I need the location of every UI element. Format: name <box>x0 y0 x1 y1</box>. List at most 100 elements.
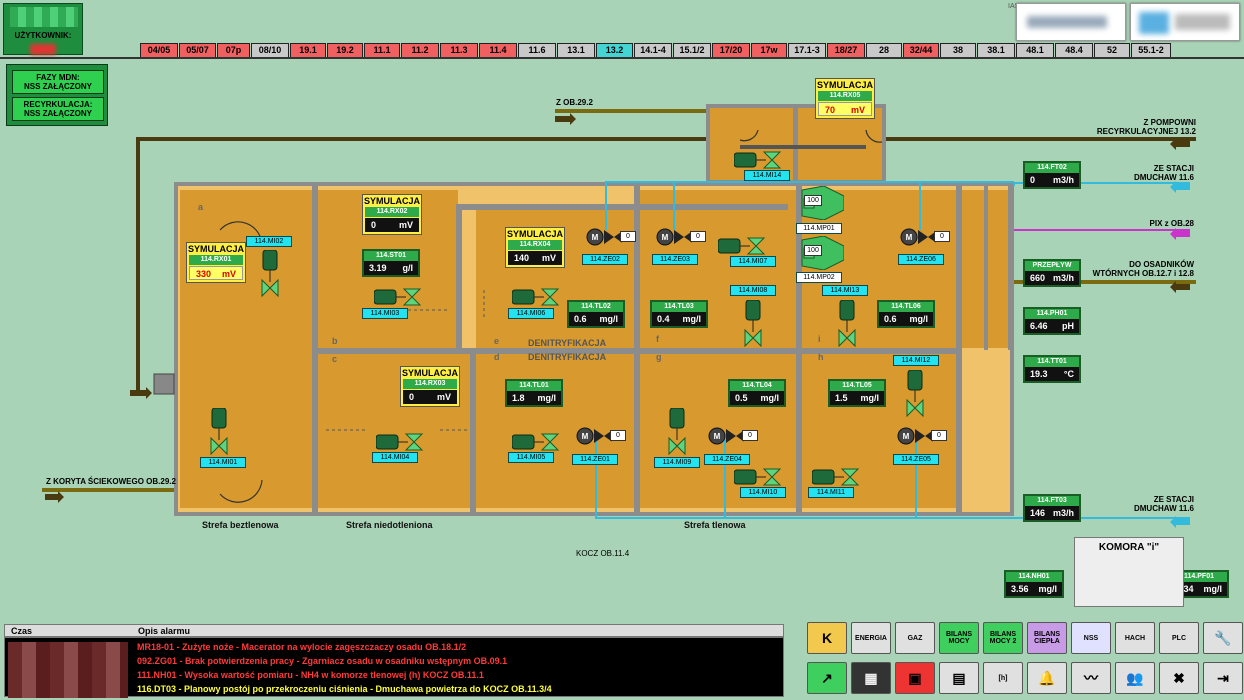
tag-ze01[interactable]: 114.ZE01 <box>572 454 618 465</box>
bilans-mocy2-button[interactable]: BILANS MOCY 2 <box>983 622 1023 654</box>
tag-mi07[interactable]: 114.MI07 <box>730 256 776 267</box>
mixer-mi05-icon[interactable] <box>512 432 560 452</box>
tag-mi05[interactable]: 114.MI05 <box>508 452 554 463</box>
no-tools-button[interactable]: ✖ <box>1159 662 1199 694</box>
valve-ze06-icon[interactable]: M <box>900 226 936 248</box>
tab-32-44[interactable]: 32/44 <box>903 43 939 57</box>
tab-11-3[interactable]: 11.3 <box>440 43 478 57</box>
alarm-row[interactable]: 092.ZG01 - Brak potwierdzenia pracy - Zg… <box>137 656 508 666</box>
fazy-mdn-button[interactable]: FAZY MDN: NSS ZAŁĄCZONY <box>12 70 104 94</box>
nss-button[interactable]: NSS <box>1071 622 1111 654</box>
bell-button[interactable]: 🔔 <box>1027 662 1067 694</box>
mixer-mi13-icon[interactable] <box>836 300 858 348</box>
tag-mi03[interactable]: 114.MI03 <box>362 308 408 319</box>
tab-17-20[interactable]: 17/20 <box>712 43 750 57</box>
mixer-mi03-icon[interactable] <box>374 287 422 307</box>
tag-mi14[interactable]: 114.MI14 <box>744 170 790 181</box>
alarm-row[interactable]: 111.NH01 - Wysoka wartość pomiaru - NH4 … <box>137 670 484 680</box>
tab-48-1[interactable]: 48.1 <box>1016 43 1054 57</box>
energia-button[interactable]: ENERGIA <box>851 622 891 654</box>
tab-08-10[interactable]: 08/10 <box>251 43 289 57</box>
gaz-button[interactable]: GAZ <box>895 622 935 654</box>
mixer-mi14-icon[interactable] <box>734 150 782 170</box>
tag-ze04[interactable]: 114.ZE04 <box>704 454 750 465</box>
tab-52[interactable]: 52 <box>1094 43 1130 57</box>
mixer-mi06-icon[interactable] <box>512 287 560 307</box>
tab-11-4[interactable]: 11.4 <box>479 43 517 57</box>
valve-ze01-icon[interactable]: M <box>576 425 612 447</box>
valve-ze04-icon[interactable]: M <box>708 425 744 447</box>
panel-button[interactable]: ▦ <box>851 662 891 694</box>
tab-19-2[interactable]: 19.2 <box>327 43 363 57</box>
tag-ze02[interactable]: 114.ZE02 <box>582 254 628 265</box>
alarm-panel-button[interactable]: ▣ <box>895 662 935 694</box>
tag-mp02[interactable]: 114.MP02 <box>796 272 842 283</box>
meas-tt01[interactable]: 114.TT01 19.3°C <box>1023 355 1081 383</box>
tab-28[interactable]: 28 <box>866 43 902 57</box>
tab-38-1[interactable]: 38.1 <box>977 43 1015 57</box>
tab-04-05[interactable]: 04/05 <box>140 43 178 57</box>
mixer-mi02-icon[interactable] <box>259 250 281 298</box>
tab-13-1[interactable]: 13.1 <box>557 43 595 57</box>
tab-11-2[interactable]: 11.2 <box>401 43 439 57</box>
mixer-mi10-icon[interactable] <box>734 467 782 487</box>
mixer-mi11-icon[interactable] <box>812 467 860 487</box>
tag-mi02[interactable]: 114.MI02 <box>246 236 292 247</box>
alarm-row[interactable]: MR18-01 - Zużyte noże - Macerator na wyl… <box>137 642 467 652</box>
tab-11-1[interactable]: 11.1 <box>364 43 400 57</box>
plc-button[interactable]: PLC <box>1159 622 1199 654</box>
bilans-mocy-button[interactable]: BILANS MOCY <box>939 622 979 654</box>
alarm-row[interactable]: 116.DT03 - Planowy postój po przekroczen… <box>137 684 552 694</box>
tag-ze05[interactable]: 114.ZE05 <box>893 454 939 465</box>
valve-ze03-icon[interactable]: M <box>656 226 692 248</box>
tag-mi12[interactable]: 114.MI12 <box>893 355 939 366</box>
bilans-ciepla-button[interactable]: BILANS CIEPŁA <box>1027 622 1067 654</box>
tab-13-2[interactable]: 13.2 <box>596 43 633 57</box>
h-button[interactable]: [h] <box>983 662 1023 694</box>
mixer-mi08-icon[interactable] <box>742 300 764 348</box>
recyrkulacja-button[interactable]: RECYRKULACJA: NSS ZAŁĄCZONY <box>12 97 104 121</box>
mixer-mi01-icon[interactable] <box>208 408 230 456</box>
alarm-list[interactable]: MR18-01 - Zużyte noże - Macerator na wyl… <box>4 637 784 698</box>
mixer-mi09-icon[interactable] <box>666 408 688 456</box>
tab-14-1-4[interactable]: 14.1-4 <box>634 43 672 57</box>
tag-mi08[interactable]: 114.MI08 <box>730 285 776 296</box>
tab-05-07[interactable]: 05/07 <box>179 43 216 57</box>
tag-mi09[interactable]: 114.MI09 <box>654 457 700 468</box>
tab-17-1-3[interactable]: 17.1-3 <box>788 43 826 57</box>
tag-mi06[interactable]: 114.MI06 <box>508 308 554 319</box>
tag-mi04[interactable]: 114.MI04 <box>372 452 418 463</box>
exit-button[interactable]: ⇥ <box>1203 662 1243 694</box>
tab-17w[interactable]: 17w <box>751 43 787 57</box>
tab-38[interactable]: 38 <box>940 43 976 57</box>
valve-ze02-icon[interactable]: M <box>586 226 622 248</box>
tab-48-4[interactable]: 48.4 <box>1055 43 1093 57</box>
tab-11-6[interactable]: 11.6 <box>518 43 556 57</box>
tab-55-1-2[interactable]: 55.1-2 <box>1131 43 1171 57</box>
hach-button[interactable]: HACH <box>1115 622 1155 654</box>
tag-mi10[interactable]: 114.MI10 <box>740 487 786 498</box>
users-button[interactable]: 👥 <box>1115 662 1155 694</box>
tab-07p[interactable]: 07p <box>217 43 250 57</box>
k-button[interactable]: K <box>807 622 847 654</box>
tab-18-27[interactable]: 18/27 <box>827 43 865 57</box>
mixer-mi12-icon[interactable] <box>904 370 926 418</box>
tag-mi11[interactable]: 114.MI11 <box>808 487 854 498</box>
mixer-mi07-icon[interactable] <box>718 236 766 256</box>
tag-mi01[interactable]: 114.MI01 <box>200 457 246 468</box>
tag-ze06[interactable]: 114.ZE06 <box>898 254 944 265</box>
